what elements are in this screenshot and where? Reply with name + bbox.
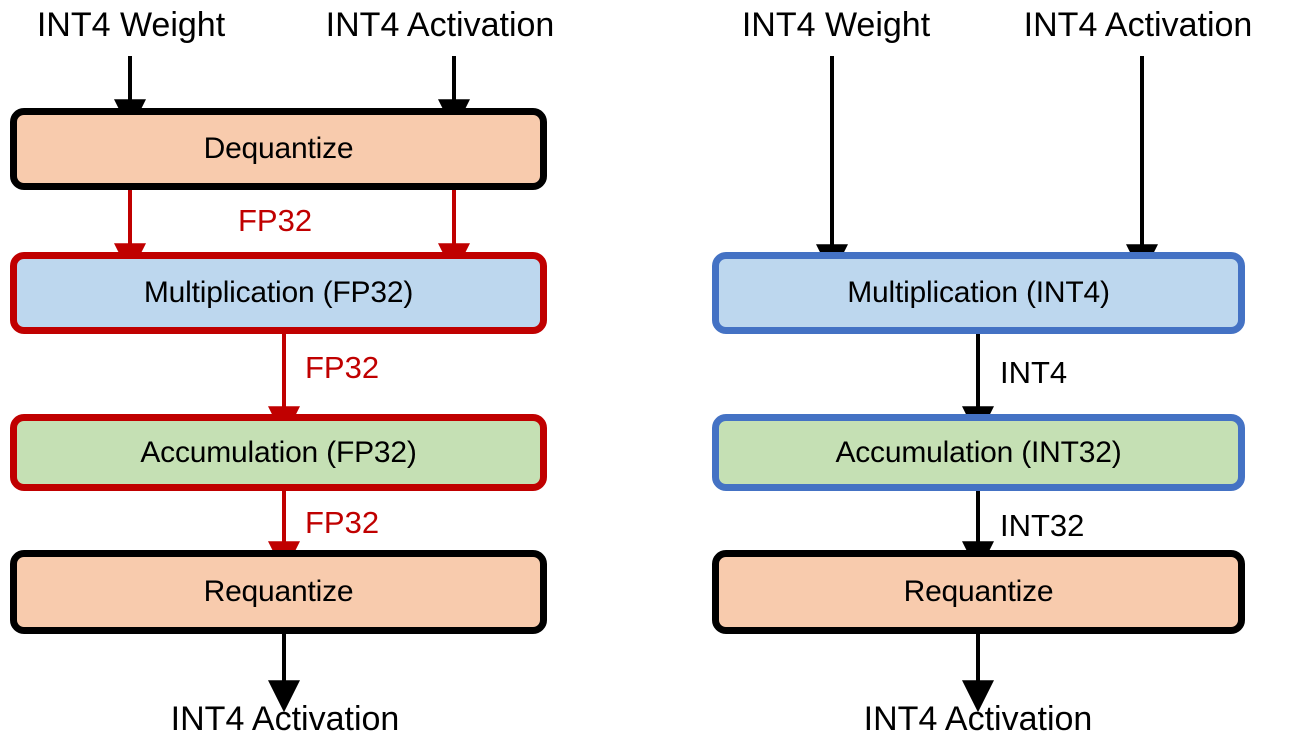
right-edge-label-mult-to-accum: INT4 — [1000, 355, 1068, 390]
left-box-accumulation[interactable]: Accumulation (FP32) — [10, 414, 547, 491]
left-box-requantize[interactable]: Requantize — [10, 550, 547, 634]
right-input-weight-label: INT4 Weight — [741, 6, 931, 44]
left-box-multiplication[interactable]: Multiplication (FP32) — [10, 252, 547, 334]
left-edge-label-accum-to-requantize: FP32 — [305, 505, 380, 540]
left-edge-label-mult-to-accum: FP32 — [305, 350, 380, 385]
right-input-activation-label: INT4 Activation — [1023, 6, 1253, 44]
left-box-dequantize[interactable]: Dequantize — [10, 108, 547, 190]
right-box-multiplication[interactable]: Multiplication (INT4) — [712, 252, 1245, 334]
right-edge-label-accum-to-requantize: INT32 — [1000, 508, 1085, 543]
left-edge-label-dequantize-to-mult: FP32 — [238, 203, 313, 238]
left-input-weight-label: INT4 Weight — [36, 6, 226, 44]
left-output-activation-label: INT4 Activation — [170, 700, 400, 738]
right-box-accumulation[interactable]: Accumulation (INT32) — [712, 414, 1245, 491]
left-input-activation-label: INT4 Activation — [325, 6, 555, 44]
right-output-activation-label: INT4 Activation — [863, 700, 1093, 738]
right-box-requantize[interactable]: Requantize — [712, 550, 1245, 634]
